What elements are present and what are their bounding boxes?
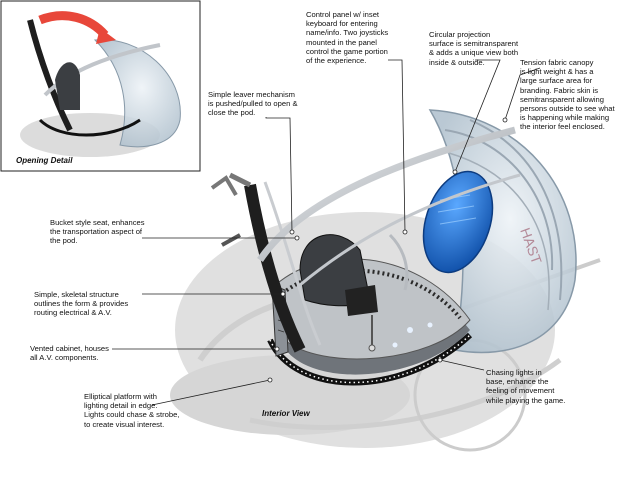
note-skeletal-structure: Simple, skeletal structure outlines the … (34, 290, 129, 318)
note-chasing-lights: Chasing lights in base, enhance the feel… (486, 368, 566, 405)
projection-surface (422, 170, 494, 274)
leader-lines (112, 59, 541, 406)
note-projection-surface: Circular projection surface is semitrans… (429, 30, 519, 67)
caption-interior-view: Interior View (262, 409, 310, 418)
caption-opening-detail: Opening Detail (16, 156, 73, 165)
fabric-canopy: HAST (428, 109, 577, 354)
bucket-seat (299, 234, 378, 352)
note-bucket-seat: Bucket style seat, enhances the transpor… (50, 218, 145, 246)
note-vented-cabinet: Vented cabinet, houses all A.V. componen… (30, 344, 109, 363)
note-lever-mechanism: Simple leaver mechanism is pushed/pulled… (208, 90, 298, 118)
note-control-panel: Control panel w/ inset keyboard for ente… (306, 10, 389, 66)
opening-detail-artwork (0, 0, 201, 172)
note-elliptical-platform: Elliptical platform with lighting detail… (84, 392, 180, 429)
leader-dots (267, 117, 508, 383)
note-fabric-canopy: Tension fabric canopy is light weight & … (520, 58, 615, 132)
